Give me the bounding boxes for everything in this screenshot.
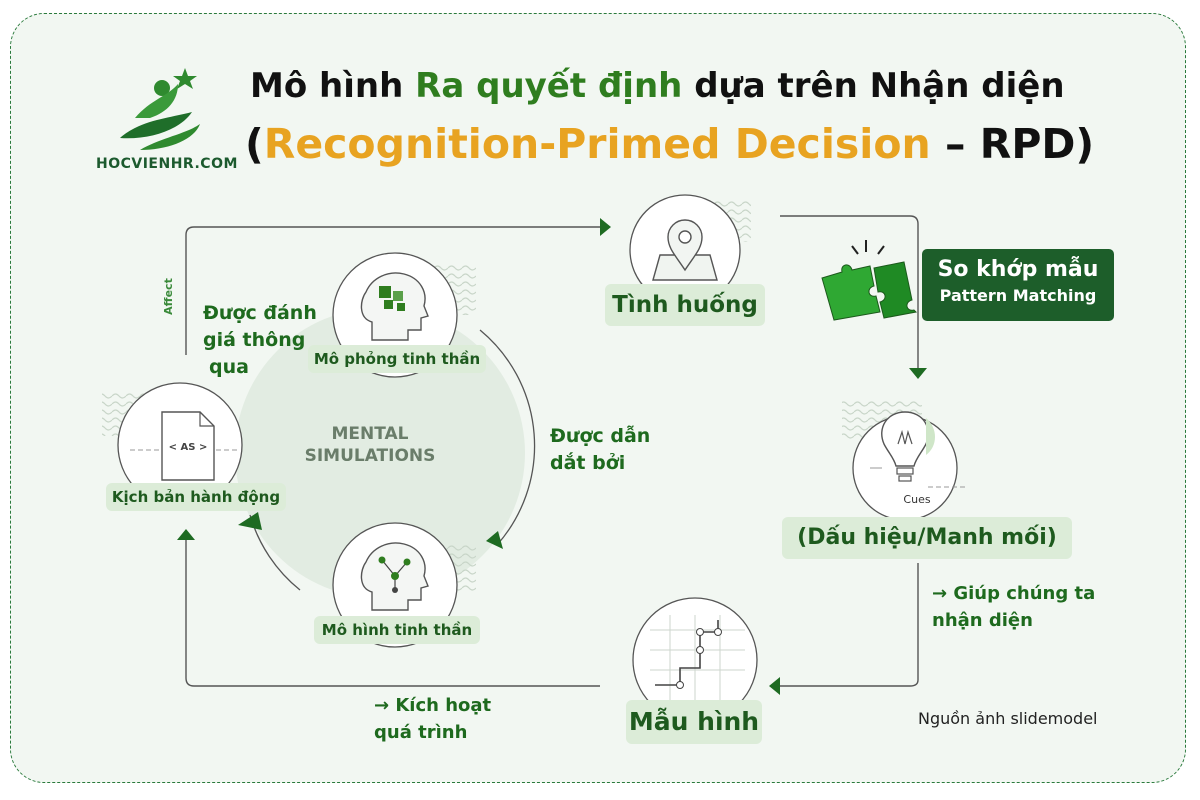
logo-text: HOCVIENHR.COM — [96, 156, 238, 172]
pattern-matching-box: So khớp mẫu Pattern Matching — [922, 249, 1114, 321]
mental-simulation-cycle — [235, 308, 525, 598]
action-icon-label: < AS > — [169, 442, 208, 453]
puzzle-pieces-icon — [821, 240, 918, 321]
head-puzzle-icon — [360, 272, 429, 341]
title-text: – RPD) — [930, 120, 1095, 168]
evaluated-by-label: Được đánh giá thông qua — [203, 300, 317, 381]
edge-label-line: → Kích hoạt — [374, 695, 492, 716]
center-label-line: MENTAL — [331, 424, 409, 444]
title-text: dựa trên Nhận diện — [682, 66, 1065, 106]
arrowhead-patterns — [769, 677, 780, 695]
map-pin-icon — [652, 219, 718, 281]
head-network-icon — [360, 542, 429, 611]
action-scripts-label: Kịch bản hành động — [106, 483, 286, 511]
helps-recognize-label: → Giúp chúng ta nhận diện — [932, 580, 1095, 634]
mental-simulations-center-label: MENTAL SIMULATIONS — [300, 423, 440, 467]
cycle-arc-right — [479, 329, 536, 546]
title-text: Mô hình — [250, 66, 416, 106]
line-patterns-to-scripts — [185, 540, 600, 687]
situation-label: Tình huống — [605, 284, 765, 326]
edge-label-line: Được dẫn — [550, 425, 651, 447]
title-text: ( — [245, 120, 264, 168]
cycle-arrowhead-left — [238, 512, 262, 530]
source-credit: Nguồn ảnh slidemodel — [918, 709, 1098, 728]
lightbulb-icon: Cues — [870, 411, 965, 506]
arrowhead-situation — [600, 218, 611, 236]
pattern-grid-icon — [650, 615, 745, 700]
affect-label: Affect — [161, 278, 175, 315]
title-line-2: (Recognition-Primed Decision – RPD) — [245, 120, 1200, 168]
cycle-arrowhead-right — [486, 531, 503, 549]
mental-model-label: Mô hình tinh thần — [314, 616, 480, 644]
arrowhead-cues — [909, 368, 927, 379]
edge-label-line: dắt bởi — [550, 452, 626, 474]
logo-mark — [120, 68, 200, 150]
edge-label-line: Được đánh — [203, 302, 317, 324]
activates-label: → Kích hoạt quá trình — [374, 692, 491, 746]
mental-simulation-label: Mô phỏng tinh thần — [308, 345, 486, 373]
line-affect-to-situation — [185, 226, 600, 355]
edge-label-line: giá thông — [203, 329, 306, 351]
patterns-label: Mẫu hình — [626, 700, 762, 744]
pattern-matching-subtitle: Pattern Matching — [939, 286, 1097, 305]
line-situation-to-cues — [780, 215, 919, 368]
title-highlight: Recognition-Primed Decision — [263, 120, 931, 168]
flow-lines — [185, 215, 919, 687]
title-highlight: Ra quyết định — [415, 66, 683, 106]
arrowhead-scripts — [177, 529, 195, 540]
edge-label-line: nhận diện — [932, 610, 1033, 631]
flow-arrowheads — [177, 218, 927, 695]
line-cues-to-patterns — [780, 563, 919, 687]
center-label-line: SIMULATIONS — [304, 446, 436, 466]
cues-label: (Dấu hiệu/Manh mối) — [782, 517, 1072, 559]
edge-label-line: quá trình — [374, 722, 468, 743]
cues-icon-label: Cues — [903, 493, 930, 506]
pattern-matching-title: So khớp mẫu — [937, 257, 1099, 282]
edge-label-line: → Giúp chúng ta — [932, 583, 1096, 604]
title-line-1: Mô hình Ra quyết định dựa trên Nhận diện — [250, 66, 1200, 106]
guided-by-label: Được dẫn dắt bởi — [550, 423, 650, 477]
document-icon: < AS > — [130, 411, 240, 481]
edge-label-line: qua — [209, 356, 249, 378]
